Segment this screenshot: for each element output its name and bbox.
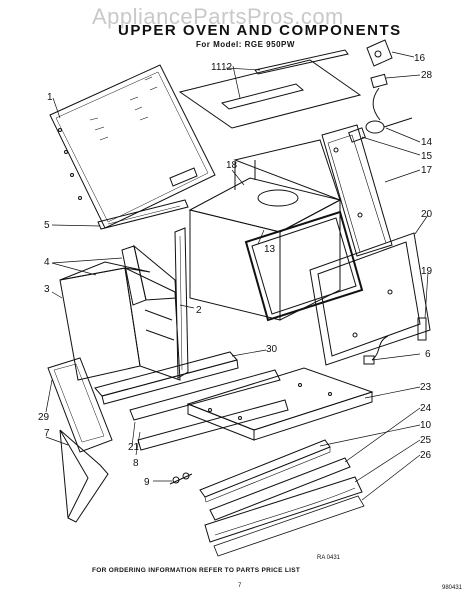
callout-11: 11: [211, 62, 222, 73]
part-harness: [370, 73, 388, 121]
part-bracket: [366, 39, 393, 67]
callout-5: 5: [44, 220, 50, 231]
part-deflector: [204, 476, 363, 543]
page-number: 7: [238, 583, 242, 589]
part-vent-cover: [209, 457, 351, 521]
callout-18: 18: [226, 160, 238, 171]
watermark: AppliancePartsPros.com: [92, 4, 344, 29]
drawing-code: RA 0431: [317, 555, 341, 561]
document-number: 980431: [442, 585, 463, 591]
callout-6: 6: [425, 349, 431, 360]
part-side-panel: [321, 124, 393, 257]
callout-28: 28: [421, 70, 433, 81]
part-inner-door: [309, 232, 431, 366]
part-top-panel: [178, 49, 362, 129]
callout-1: 1: [47, 92, 53, 103]
part-trim-rail-lower: [129, 369, 289, 451]
part-screw: [169, 472, 193, 485]
part-oven-liner: [188, 139, 342, 321]
callout-25: 25: [420, 435, 432, 446]
ordering-note: FOR ORDERING INFORMATION REFER TO PARTS …: [92, 567, 301, 574]
callout-16: 16: [414, 53, 426, 64]
part-oven-bottom: [186, 367, 374, 441]
part-latch: [417, 317, 427, 341]
callout-15: 15: [421, 151, 433, 162]
callout-29: 29: [38, 412, 50, 423]
callout-13: 13: [264, 244, 276, 255]
part-door-gasket: [244, 210, 364, 322]
callout-14: 14: [421, 137, 433, 148]
callout-12: 12: [221, 62, 233, 73]
part-trim-rail-upper: [94, 351, 239, 405]
part-back-panel: [49, 64, 216, 229]
callout-17: 17: [421, 165, 433, 176]
callout-26: 26: [420, 450, 432, 461]
callout-9: 9: [144, 477, 150, 488]
callout-23: 23: [420, 382, 432, 393]
part-lower-panel: [47, 357, 113, 453]
callout-30: 30: [266, 344, 278, 355]
callout-7: 7: [44, 428, 50, 439]
callout-10: 10: [420, 420, 432, 431]
callout-4: 4: [44, 257, 50, 268]
part-thermostat-bulb: [365, 117, 413, 134]
part-deflector-lower: [213, 495, 365, 557]
part-vent-strip: [199, 439, 331, 503]
callout-20: 20: [421, 209, 433, 220]
callout-2: 2: [196, 305, 202, 316]
part-corner-bracket: [59, 429, 109, 523]
model-line: For Model: RGE 950PW: [196, 40, 295, 49]
part-support-rail: [97, 199, 189, 230]
callout-19: 19: [421, 266, 433, 277]
callout-24: 24: [420, 403, 432, 414]
callout-8: 8: [133, 458, 139, 469]
callout-21: 21: [128, 442, 140, 453]
part-divider: [121, 244, 177, 306]
diagram-title: UPPER OVEN AND COMPONENTS: [118, 22, 402, 39]
part-clip: [348, 127, 366, 143]
leader-lines: [45, 51, 429, 501]
part-front-frame: [59, 261, 181, 381]
part-vertical-rail: [174, 227, 189, 379]
callout-3: 3: [44, 284, 50, 295]
